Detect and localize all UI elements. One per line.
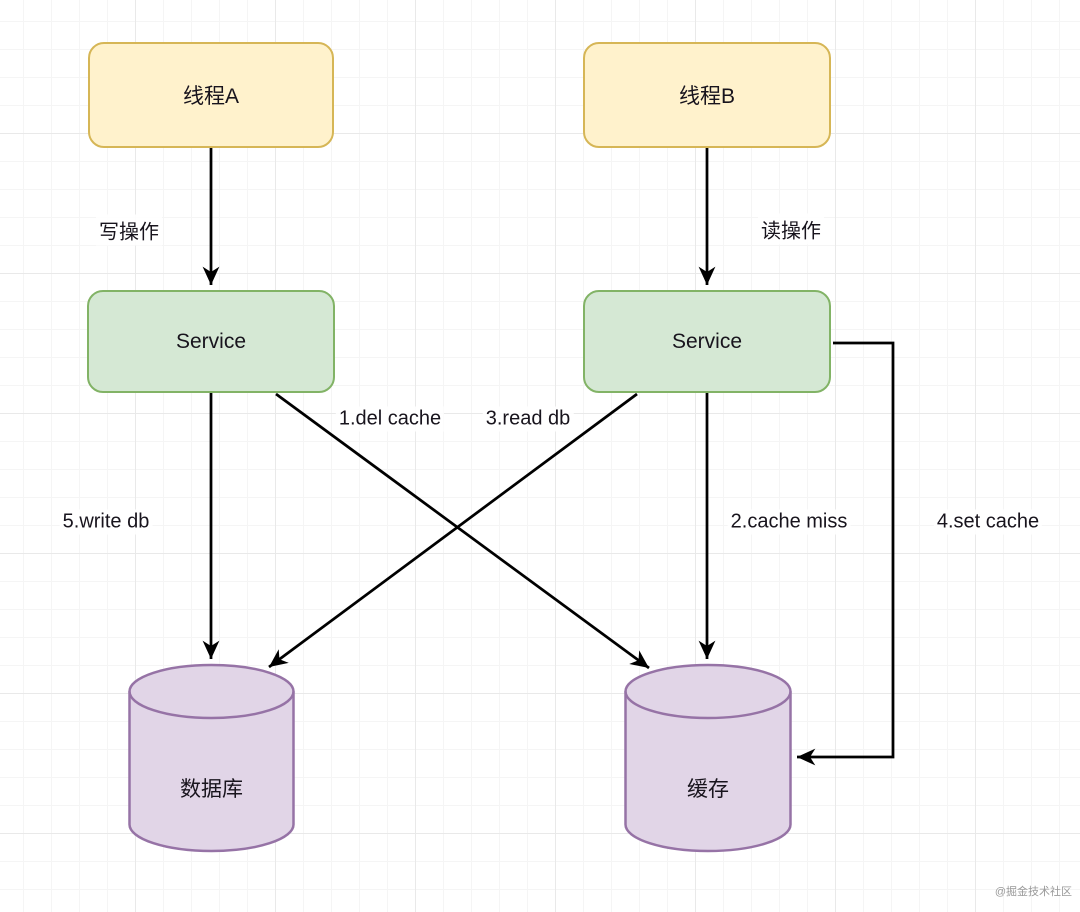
node-service-a: Service <box>87 290 335 393</box>
edge-label-write-db: 5.write db <box>59 509 153 535</box>
node-thread-b-label: 线程B <box>678 85 735 108</box>
node-cache-label: 缓存 <box>687 778 729 801</box>
node-service-a-label: Service <box>175 329 247 353</box>
arrow-read-db <box>268 392 638 669</box>
arrow-del-cache <box>275 392 650 670</box>
arrow-set-cache <box>797 341 895 766</box>
node-service-b-label: Service <box>671 329 743 353</box>
edge-label-set-cache: 4.set cache <box>933 509 1043 535</box>
node-thread-a: 线程A <box>88 42 334 148</box>
cylinder-shape-icon <box>624 663 792 853</box>
node-service-b: Service <box>583 290 831 393</box>
node-cache-cylinder: 缓存 <box>624 663 792 853</box>
node-thread-b: 线程B <box>583 42 831 148</box>
edge-label-del-cache: 1.del cache <box>335 406 445 432</box>
cylinder-shape-icon <box>128 663 295 853</box>
edge-label-write-op: 写操作 <box>96 214 162 246</box>
watermark: @掘金技术社区 <box>994 886 1072 898</box>
node-database-cylinder: 数据库 <box>128 663 295 853</box>
node-thread-a-label: 线程A <box>182 85 239 108</box>
node-database-label: 数据库 <box>180 778 243 801</box>
edge-label-read-op: 读操作 <box>758 213 824 245</box>
edge-label-cache-miss: 2.cache miss <box>727 509 851 535</box>
edge-label-read-db: 3.read db <box>482 406 574 432</box>
